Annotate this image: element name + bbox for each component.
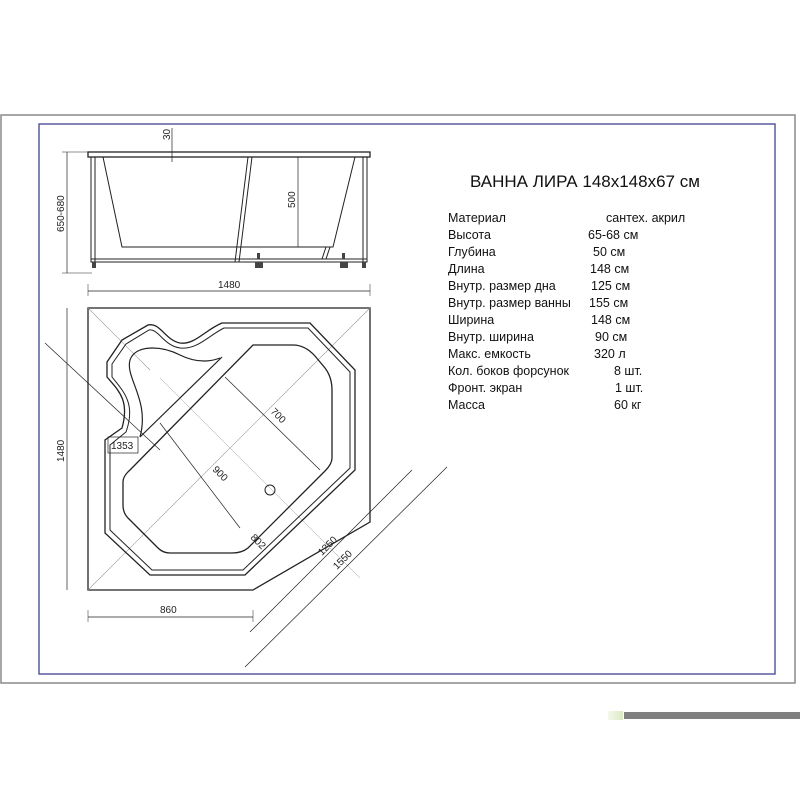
outer-contour: [87, 307, 371, 591]
spec-row: Глубина 50 см: [448, 245, 625, 259]
front-view: [62, 128, 371, 296]
spec-value: 50 см: [593, 245, 626, 259]
spec-label: Внутр. размер дна: [448, 279, 556, 293]
drain-icon: [264, 484, 276, 496]
spec-value: 125 см: [591, 279, 631, 293]
spec-label: Ширина: [448, 313, 495, 327]
spec-value: 155 см: [589, 296, 629, 310]
plan-view: [44, 307, 448, 668]
dim-depth: 500: [287, 191, 298, 208]
spec-label: Фронт. экран: [448, 381, 523, 395]
spec-label: Внутр. размер ванны: [448, 296, 571, 310]
spec-value: 60 кг: [614, 398, 642, 412]
spec-label: Материал: [448, 211, 506, 225]
spec-row: Длина 148 см: [448, 262, 629, 276]
spec-label: Внутр. ширина: [448, 330, 534, 344]
footer-bar: [624, 712, 800, 719]
spec-row: Материал сантех. акрил: [448, 211, 685, 225]
spec-row: Кол. боков форсунок 8 шт.: [448, 364, 642, 378]
seat-label-box: [107, 436, 139, 454]
spec-label: Длина: [448, 262, 485, 276]
dim-side: 1480: [56, 439, 67, 462]
dim-outer-diag: 1550: [331, 548, 355, 572]
feet: [92, 253, 366, 268]
spec-value: 148 см: [590, 262, 630, 276]
spec-value: 65-68 см: [588, 228, 639, 242]
spec-value: сантех. акрил: [606, 211, 686, 225]
dim-basin: 900: [210, 464, 230, 484]
spec-value: 320 л: [594, 347, 626, 361]
tub-body: [102, 156, 356, 248]
dim-rim: 30: [162, 128, 173, 140]
spec-value: 8 шт.: [614, 364, 643, 378]
seat: [128, 347, 221, 438]
spec-row: Макс. емкость 320 л: [448, 347, 626, 361]
spec-value: 1 шт.: [615, 381, 644, 395]
spec-row: Внутр. размер дна 125 см: [448, 279, 630, 293]
spec-label: Высота: [448, 228, 491, 242]
spec-row: Высота 65-68 см: [448, 228, 638, 242]
basin: [122, 344, 333, 554]
product-title: ВАННА ЛИРА 148x148x67 см: [470, 172, 700, 191]
spec-value: 148 см: [591, 313, 631, 327]
spec-row: Фронт. экран 1 шт.: [448, 381, 643, 395]
spec-row: Масса 60 кг: [448, 398, 641, 412]
spec-label: Кол. боков форсунок: [448, 364, 569, 378]
spec-value: 90 см: [595, 330, 628, 344]
rim: [87, 151, 371, 158]
spec-row: Внутр. размер ванны 155 см: [448, 296, 628, 310]
corner-mark: [608, 711, 623, 720]
rim-outer: [104, 322, 356, 576]
outer-frame: [0, 114, 796, 684]
dim-front-width: 860: [160, 605, 177, 616]
dim-length: 1480: [218, 280, 241, 291]
base-rail: [90, 258, 368, 263]
spec-label: Масса: [448, 398, 485, 412]
spec-row: Ширина 148 см: [448, 313, 630, 327]
dim-seat: 1353: [111, 441, 134, 452]
spec-label: Глубина: [448, 245, 496, 259]
dim-height: 650-680: [56, 195, 67, 232]
dim-inner-diag: 700: [268, 406, 288, 426]
inner-frame: [38, 123, 776, 675]
rim-inner: [109, 327, 351, 571]
spec-row: Внутр. ширина 90 см: [448, 330, 627, 344]
spec-label: Макс. емкость: [448, 347, 531, 361]
